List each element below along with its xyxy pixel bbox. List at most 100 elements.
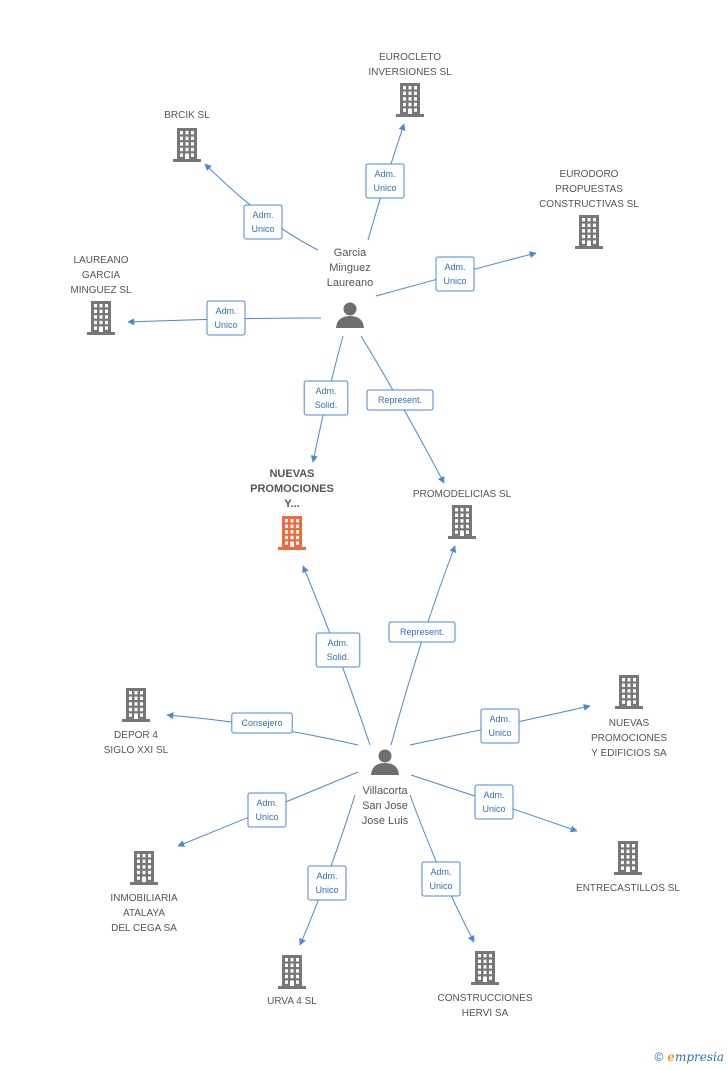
node-label-line: DEL CEGA SA (111, 923, 177, 934)
building-icon (130, 851, 158, 885)
company-node-brcik[interactable]: BRCIK SL (164, 110, 210, 162)
edge-label-villacorta-to-promodelicias[interactable]: Represent. (388, 621, 456, 643)
company-label: DEPOR 4 SIGLO XXI SL (104, 730, 169, 756)
edge-label-text: Solid. (327, 652, 350, 662)
edge-label-text: Adm. (252, 210, 273, 220)
edge-labels-layer: Adm.UnicoAdm.UnicoAdm.UnicoAdm.UnicoAdm.… (206, 163, 520, 901)
node-label-line: SIGLO XXI SL (104, 745, 169, 756)
edge-label-garcia-to-eurocleto[interactable]: Adm.Unico (365, 163, 405, 199)
edge-label-text: Adm. (215, 306, 236, 316)
node-label-line: EUROCLETO (379, 52, 441, 63)
edge-label-villacorta-to-urva4[interactable]: Adm.Unico (307, 865, 347, 901)
edge-label-text: Unico (488, 728, 511, 738)
node-label-line: Villacorta (362, 785, 408, 797)
edge-label-box (435, 256, 475, 292)
nodes-layer: EUROCLETO INVERSIONES SL BRCIK SL EURODOROP… (70, 52, 680, 1019)
company-node-laureano[interactable]: LAUREANO GARCIA MINGUEZ SL (70, 255, 132, 335)
building-icon (122, 688, 150, 722)
company-node-nuevas_y[interactable]: NUEVASPROMOCIONESY... (250, 468, 334, 550)
edge-label-text: Unico (255, 812, 278, 822)
node-label-line: Y... (284, 498, 299, 510)
edge-label-text: Unico (443, 276, 466, 286)
company-label: ENTRECASTILLOS SL (576, 883, 680, 894)
edge-label-garcia-to-laureano[interactable]: Adm. Unico (206, 300, 246, 336)
edge-label-text: Unico (373, 183, 396, 193)
edge-label-villacorta-to-entrecastillos[interactable]: Adm.Unico (474, 784, 514, 820)
edge-label-box (231, 712, 293, 734)
edge-label-text: Unico (482, 804, 505, 814)
company-node-eurocleto[interactable]: EUROCLETO INVERSIONES SL (368, 52, 452, 117)
building-icon (278, 516, 306, 550)
edge-villacorta-to-promodelicias (390, 545, 457, 746)
node-label-line: Laureano (327, 277, 374, 289)
node-label-line: INMOBILIARIA (110, 893, 178, 904)
edge-label-villacorta-to-hervi[interactable]: Adm. Unico (421, 861, 461, 897)
edge-label-box (206, 300, 246, 336)
edge-label-text: Solid. (315, 400, 338, 410)
node-label-line: DEPOR 4 (114, 730, 158, 741)
copyright-icon: © (654, 1050, 664, 1064)
node-label-line: PROMOCIONES (591, 733, 667, 744)
node-label-line: MINGUEZ SL (70, 285, 132, 296)
edge-label-box (247, 792, 287, 828)
node-label-line: CONSTRUCCIONES (437, 993, 532, 1004)
edge-label-garcia-to-eurodoro[interactable]: Adm.Unico (435, 256, 475, 292)
edge-label-garcia-to-promodelicias[interactable]: Represent. (366, 389, 434, 411)
edge-label-box (307, 865, 347, 901)
company-label: CONSTRUCCIONES HERVI SA (437, 993, 532, 1019)
edge-label-villacorta-to-nuevas_y[interactable]: Adm. Solid. (315, 632, 361, 668)
node-label-line: Y EDIFICIOS SA (591, 748, 667, 759)
node-label-line: NUEVAS (609, 718, 650, 729)
node-label-line: PROMOCIONES (250, 483, 334, 495)
building-icon (448, 505, 476, 539)
node-label-line: INVERSIONES SL (368, 67, 452, 78)
building-icon (87, 301, 115, 335)
company-node-hervi[interactable]: CONSTRUCCIONES HERVI SA (437, 951, 533, 1019)
company-label: NUEVAS PROMOCIONES Y EDIFICIOS SA (591, 718, 667, 759)
edge-label-box (421, 861, 461, 897)
node-label-line: LAUREANO (73, 255, 128, 266)
node-label-line: GARCIA (82, 270, 121, 281)
company-node-inmobiliaria[interactable]: INMOBILIARIA ATALAYA DEL CEGA SA (110, 851, 178, 934)
node-label-line: PROMODELICIAS SL (413, 489, 512, 500)
edge-label-text: Adm. (256, 798, 277, 808)
edge-label-garcia-to-brcik[interactable]: Adm. Unico (243, 204, 283, 240)
company-node-urva4[interactable]: URVA 4 SL (267, 955, 317, 1007)
edge-label-villacorta-to-inmobiliaria[interactable]: Adm. Unico (247, 792, 287, 828)
brand-initial: e (667, 1050, 675, 1064)
node-label-line: HERVI SA (462, 1008, 509, 1019)
edge-label-villacorta-to-depor4[interactable]: Consejero (231, 712, 293, 734)
company-label: BRCIK SL (164, 110, 210, 121)
node-label-line: Jose Luis (362, 815, 409, 827)
edge-label-text: Unico (429, 881, 452, 891)
edge-label-text: Adm. (327, 638, 348, 648)
brand-watermark: ©empresia (654, 1050, 724, 1064)
node-label-line: Garcia (334, 247, 367, 259)
edge-label-text: Adm. (430, 867, 451, 877)
company-label: LAUREANO GARCIA MINGUEZ SL (70, 255, 132, 296)
edge-label-garcia-to-nuevas_y[interactable]: Adm.Solid. (303, 380, 349, 416)
node-label-line: PROPUESTAS (555, 184, 623, 195)
edge-label-box (303, 380, 349, 416)
edge-label-text: Unico (214, 320, 237, 330)
company-node-depor4[interactable]: DEPOR 4 SIGLO XXI SL (104, 688, 169, 756)
company-node-nuevas_edif[interactable]: NUEVAS PROMOCIONES Y EDIFICIOS SA (591, 675, 667, 759)
company-label: PROMODELICIAS SL (413, 489, 512, 500)
node-label-line: ATALAYA (123, 908, 165, 919)
node-label-line: BRCIK SL (164, 110, 210, 121)
edge-label-villacorta-to-nuevas_edif[interactable]: Adm.Unico (480, 708, 520, 744)
company-label: URVA 4 SL (267, 996, 317, 1007)
edge-label-text: Unico (251, 224, 274, 234)
edge-label-text: Represent. (400, 627, 444, 637)
node-label-line: URVA 4 SL (267, 996, 317, 1007)
building-icon (575, 215, 603, 249)
company-node-promodelicias[interactable]: PROMODELICIAS SL (413, 489, 512, 539)
company-node-entrecastillos[interactable]: ENTRECASTILLOS SL (576, 841, 680, 894)
